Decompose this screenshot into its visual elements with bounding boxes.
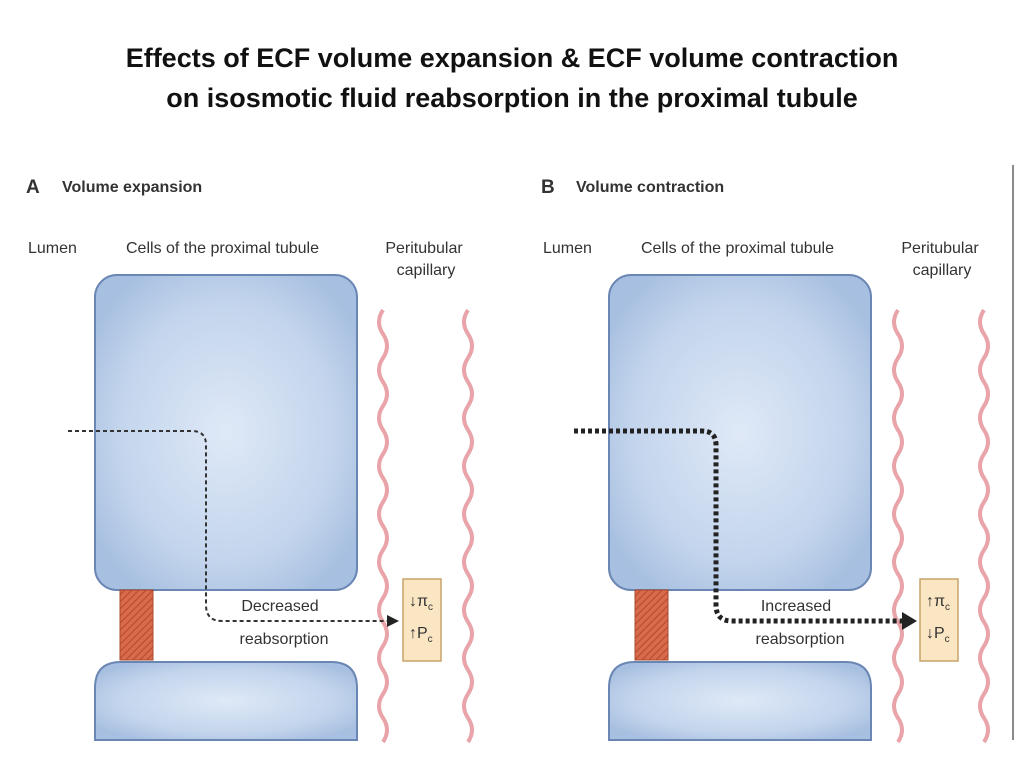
slide-title: Effects of ECF volume expansion & ECF vo…	[0, 38, 1024, 118]
panel-a-cells-label: Cells of the proximal tubule	[126, 240, 319, 257]
panel-b-flow-arrowhead	[902, 612, 917, 630]
panel-b: B Volume contraction Lumen Cells of the …	[541, 177, 990, 744]
panel-b-force-1: ↑πc	[926, 593, 950, 613]
panel-a-heading: Volume expansion	[62, 179, 202, 196]
panel-a-letter: A	[26, 177, 40, 198]
panel-a-flow-arrowhead	[387, 615, 399, 627]
panel-b-force-1-subscript: c	[945, 602, 950, 613]
panel-a-force-2-symbol: P	[417, 625, 428, 642]
panel-a-reabsorption-flow-path	[68, 430, 388, 622]
panel-b-reabsorption-line-1: Increased	[761, 598, 831, 615]
slide-title-line-1: Effects of ECF volume expansion & ECF vo…	[125, 43, 899, 73]
panel-b-capillary-wall-right	[978, 308, 990, 744]
panel-a-capillary-label-2: capillary	[397, 262, 456, 279]
panel-a-capillary-wall-right	[462, 308, 474, 744]
panel-a: A Volume expansion Lumen Cells of the pr…	[26, 177, 474, 744]
panel-a-tight-junction	[119, 589, 154, 661]
panel-b-force-2: ↓Pc	[926, 625, 950, 645]
panel-b-reabsorption-flow-path	[574, 428, 903, 624]
panel-a-capillary-label-1: Peritubular	[385, 240, 463, 257]
panel-a-starling-force-box	[402, 578, 442, 662]
panel-a-capillary-wall-left	[377, 308, 389, 744]
panel-b-capillary-wall-left	[892, 308, 904, 744]
panel-a-reabsorption-line-1: Decreased	[241, 598, 318, 615]
panel-a-force-2-subscript: c	[428, 634, 433, 645]
panel-a-force-1-symbol: π	[417, 593, 428, 610]
panel-a-force-1-subscript: c	[428, 602, 433, 613]
panel-a-tubule-cell-upper	[94, 274, 358, 591]
panel-b-tubule-cell-lower	[608, 661, 872, 741]
slide-title-line-2: on isosmotic fluid reabsorption in the p…	[166, 83, 858, 113]
panel-b-force-2-subscript: c	[945, 634, 950, 645]
panel-b-cells-label: Cells of the proximal tubule	[641, 240, 834, 257]
panel-b-force-1-arrow: ↑	[926, 593, 934, 610]
panel-b-reabsorption-line-2: reabsorption	[756, 631, 845, 648]
panel-a-lumen-label: Lumen	[28, 240, 77, 257]
panel-a-force-1: ↓πc	[409, 593, 433, 613]
panel-b-lumen-label: Lumen	[543, 240, 592, 257]
panel-a-force-1-arrow: ↓	[409, 593, 417, 610]
figure-right-border	[1012, 165, 1014, 740]
panel-b-tubule-cell-upper	[608, 274, 872, 591]
panel-a-force-2-arrow: ↑	[409, 625, 417, 642]
panel-b-starling-force-box	[919, 578, 959, 662]
panel-b-heading: Volume contraction	[576, 179, 724, 196]
panel-b-force-2-arrow: ↓	[926, 625, 934, 642]
panel-b-letter: B	[541, 177, 555, 198]
panel-b-capillary-label-1: Peritubular	[901, 240, 979, 257]
panel-a-tubule-cell-lower	[94, 661, 358, 741]
panel-a-reabsorption-line-2: reabsorption	[240, 631, 329, 648]
panel-b-tight-junction	[634, 589, 669, 661]
panel-b-force-2-symbol: P	[934, 625, 945, 642]
panel-b-capillary-label-2: capillary	[913, 262, 972, 279]
panel-a-force-2: ↑Pc	[409, 625, 433, 645]
panel-b-force-1-symbol: π	[934, 593, 945, 610]
